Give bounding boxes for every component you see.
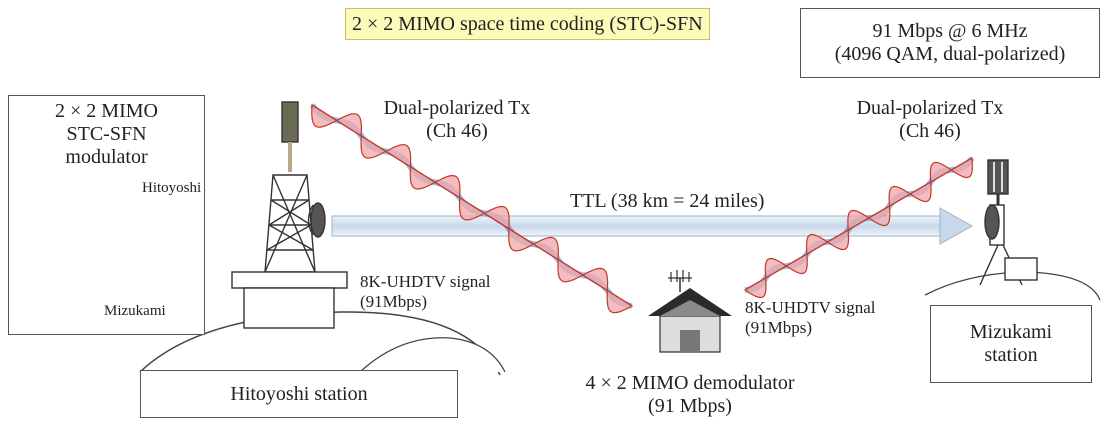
ttl-link-arrow — [331, 207, 974, 245]
spec-line-1: 91 Mbps @ 6 MHz — [872, 20, 1028, 42]
hitoyoshi-platform — [231, 271, 348, 289]
vertical-polarization-wave — [743, 156, 973, 299]
signal-right-line-2: (91Mbps) — [745, 318, 813, 337]
modulator-box: 2 × 2 MIMO STC-SFN modulator — [8, 95, 205, 335]
tx-right-line-2: (Ch 46) — [899, 120, 961, 142]
mizukami-tower — [979, 159, 1038, 286]
modulator-line-1: 2 × 2 MIMO — [55, 100, 158, 122]
station-mizukami-line-2: station — [984, 344, 1038, 366]
receiver-house — [648, 270, 732, 353]
hitoyoshi-building — [243, 287, 335, 329]
signal-label-left: 8K-UHDTV signal (91Mbps) — [360, 272, 490, 312]
tx-left-line-2: (Ch 46) — [426, 120, 488, 142]
wave-right — [743, 156, 975, 299]
receiver-label: 4 × 2 MIMO demodulator (91 Mbps) — [555, 372, 825, 418]
modulator-line-3: modulator — [65, 146, 148, 168]
tx-label-right: Dual-polarized Tx (Ch 46) — [830, 97, 1030, 143]
modulator-line-2: STC-SFN — [66, 123, 147, 145]
tx-right-line-1: Dual-polarized Tx — [856, 97, 1004, 119]
signal-label-right: 8K-UHDTV signal (91Mbps) — [745, 298, 875, 338]
tx-left-line-1: Dual-polarized Tx — [383, 97, 531, 119]
spec-box: 91 Mbps @ 6 MHz (4096 QAM, dual-polarize… — [800, 8, 1100, 78]
diagram-title-banner: 2 × 2 MIMO space time coding (STC)-SFN — [345, 8, 710, 40]
signal-right-line-1: 8K-UHDTV signal — [745, 298, 876, 317]
station-box-hitoyoshi: Hitoyoshi station — [140, 370, 458, 418]
ttl-link-label: TTL (38 km = 24 miles) — [570, 190, 765, 212]
vertical-polarization-wave — [311, 103, 634, 314]
spec-line-2: (4096 QAM, dual-polarized) — [834, 43, 1066, 65]
hill-left-small — [359, 337, 506, 373]
station-mizukami-line-1: Mizukami — [969, 321, 1053, 343]
tx-label-left: Dual-polarized Tx (Ch 46) — [357, 97, 557, 143]
output-label-hitoyoshi: Hitoyoshi — [142, 180, 202, 196]
output-label-mizukami: Mizukami — [104, 303, 166, 319]
hitoyoshi-tower — [264, 101, 326, 273]
receiver-line-1: 4 × 2 MIMO demodulator — [585, 372, 795, 394]
signal-left-line-2: (91Mbps) — [360, 292, 428, 311]
station-label-hitoyoshi: Hitoyoshi station — [230, 382, 368, 405]
receiver-line-2: (91 Mbps) — [648, 395, 732, 417]
signal-left-line-1: 8K-UHDTV signal — [360, 272, 491, 291]
wave-left — [309, 103, 634, 314]
station-box-mizukami: Mizukami station — [930, 305, 1092, 383]
